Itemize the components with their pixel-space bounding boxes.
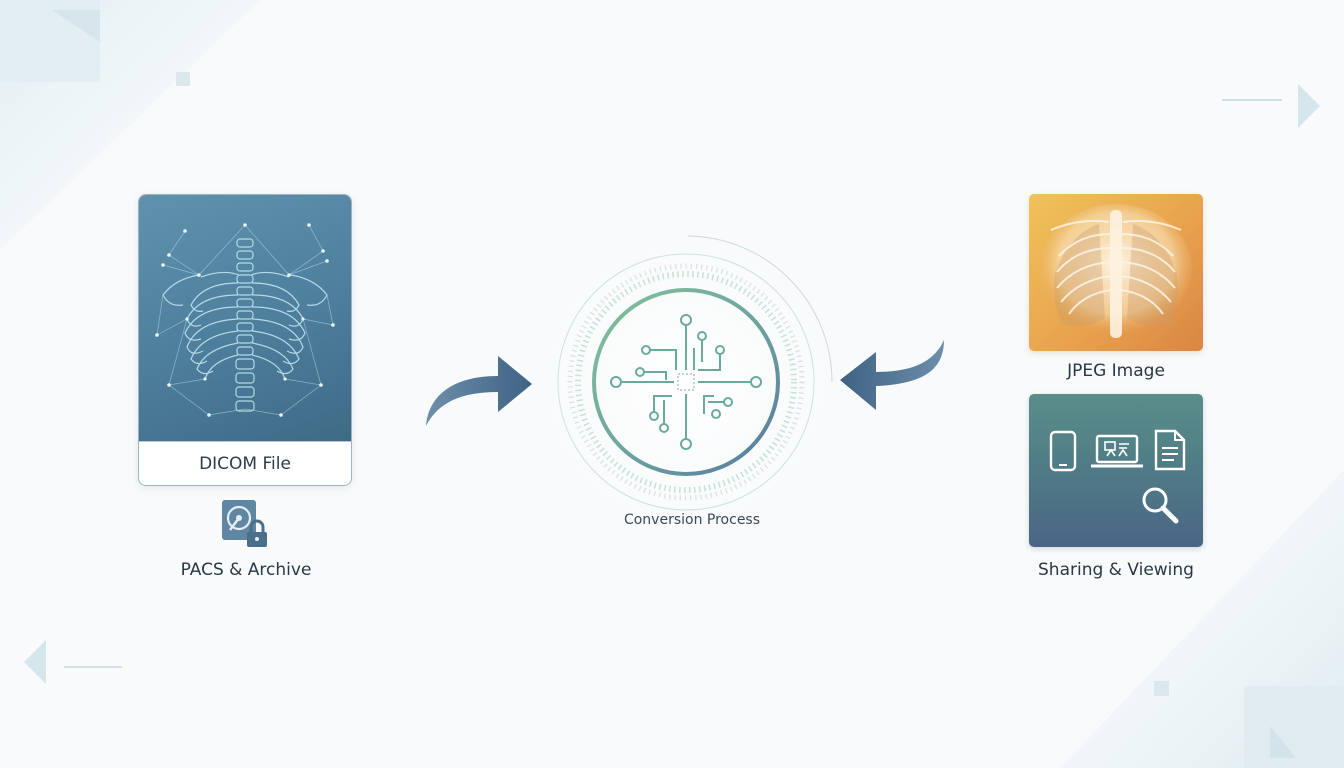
laptop-icon <box>1091 434 1143 468</box>
chest-xray-icon <box>1040 204 1192 338</box>
hard-drive-lock-icon <box>222 500 267 547</box>
arrow-right-icon <box>426 356 532 426</box>
document-icon <box>1154 429 1186 471</box>
pacs-archive-label: PACS & Archive <box>180 560 312 580</box>
jpeg-image-label: JPEG Image <box>1067 361 1165 381</box>
smartphone-icon <box>1049 430 1077 472</box>
arrow-left-icon <box>840 340 944 410</box>
conversion-process-label: Conversion Process <box>623 512 761 528</box>
sharing-viewing-card <box>1029 394 1203 547</box>
circuit-icon <box>557 235 833 511</box>
dicom-file-card: DICOM File <box>138 194 352 486</box>
sharing-viewing-label: Sharing & Viewing <box>1038 560 1194 580</box>
dicom-file-label: DICOM File <box>139 441 351 485</box>
jpeg-image-card <box>1029 194 1203 351</box>
magnifier-icon <box>1142 487 1179 524</box>
chest-skeleton-icon <box>155 223 335 417</box>
dicom-image <box>139 195 351 441</box>
